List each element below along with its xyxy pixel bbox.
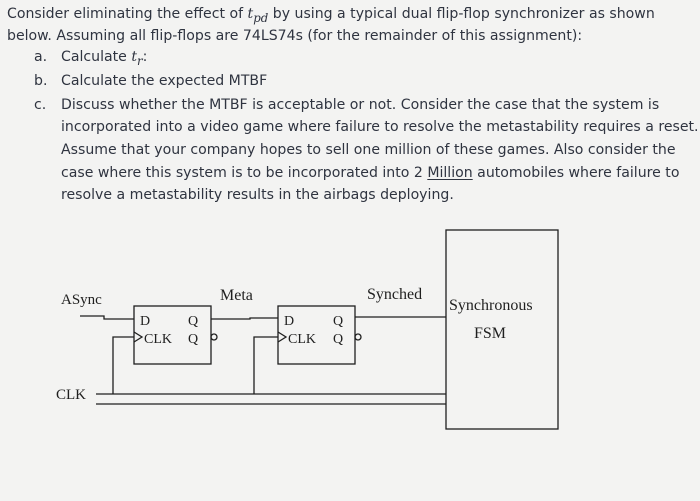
clk-label: CLK: [56, 387, 86, 403]
tpd-main: t: [247, 6, 254, 22]
tr-symbol: tr: [131, 49, 143, 68]
item-a-colon: :: [142, 49, 148, 65]
item-c-line-5: resolve a metastability results in the a…: [61, 187, 454, 203]
ff1-d-label: D: [140, 314, 150, 329]
ff1-clk-label: CLK: [144, 332, 172, 347]
ff1-q-label: Q: [188, 314, 198, 329]
synched-label: Synched: [367, 286, 422, 303]
clk-triangle-1: [133, 331, 144, 343]
item-b-marker: b.: [34, 73, 48, 89]
item-a-text: Calculate: [61, 49, 132, 65]
million-link[interactable]: Million: [427, 165, 473, 181]
fsm-label-line-2: FSM: [474, 325, 506, 342]
tpd-sub: pd: [253, 10, 269, 25]
meta-wire: [211, 317, 278, 320]
async-wire: [80, 315, 134, 320]
intro-end-text: by using a typical dual flip-flop synchr…: [268, 6, 655, 22]
clk-wire-ff1: [112, 336, 134, 394]
diagram-wires: [80, 229, 559, 430]
clk-triangle-2: [277, 331, 288, 343]
ff2-d-label: D: [284, 314, 294, 329]
item-c-line-4: case where this system is to be incorpor…: [61, 164, 679, 182]
qbar-bubble-2: [354, 333, 362, 341]
ff2-clk-label: CLK: [288, 332, 316, 347]
item-c-line-2: incorporated into a video game where fai…: [61, 119, 699, 135]
ff1-qbar-label: Q: [188, 332, 198, 347]
item-c-marker: c.: [34, 97, 47, 113]
intro-start-text: Consider eliminating the effect of: [7, 6, 248, 22]
item-c-line-1: Discuss whether the MTBF is acceptable o…: [61, 97, 660, 113]
tr-main: t: [131, 49, 137, 65]
tpd-symbol: tpd: [247, 6, 269, 25]
item-c-line-3: Assume that your company hopes to sell o…: [61, 142, 676, 158]
item-c-line-4-start: case where this system is to be incorpor…: [61, 165, 428, 181]
item-c-line-4-end: automobiles where failure to: [472, 165, 680, 181]
fsm-label-line-1: Synchronous: [449, 297, 533, 314]
item-a-content: Calculate tr:: [61, 48, 147, 70]
clk-wire-ff2: [253, 336, 278, 394]
tr-sub: r: [136, 53, 143, 68]
intro-line-2: below. Assuming all flip-flops are 74LS7…: [7, 28, 583, 44]
item-b-text: Calculate the expected MTBF: [61, 73, 268, 89]
qbar-bubble-1: [210, 333, 218, 341]
fsm-block: [445, 229, 559, 430]
item-a-marker: a.: [34, 49, 48, 65]
async-label: ASync: [61, 292, 102, 308]
ff2-q-label: Q: [333, 314, 343, 329]
intro-line-1: Consider eliminating the effect of tpd b…: [7, 5, 655, 27]
ff2-qbar-label: Q: [333, 332, 343, 347]
meta-label: Meta: [220, 287, 253, 304]
